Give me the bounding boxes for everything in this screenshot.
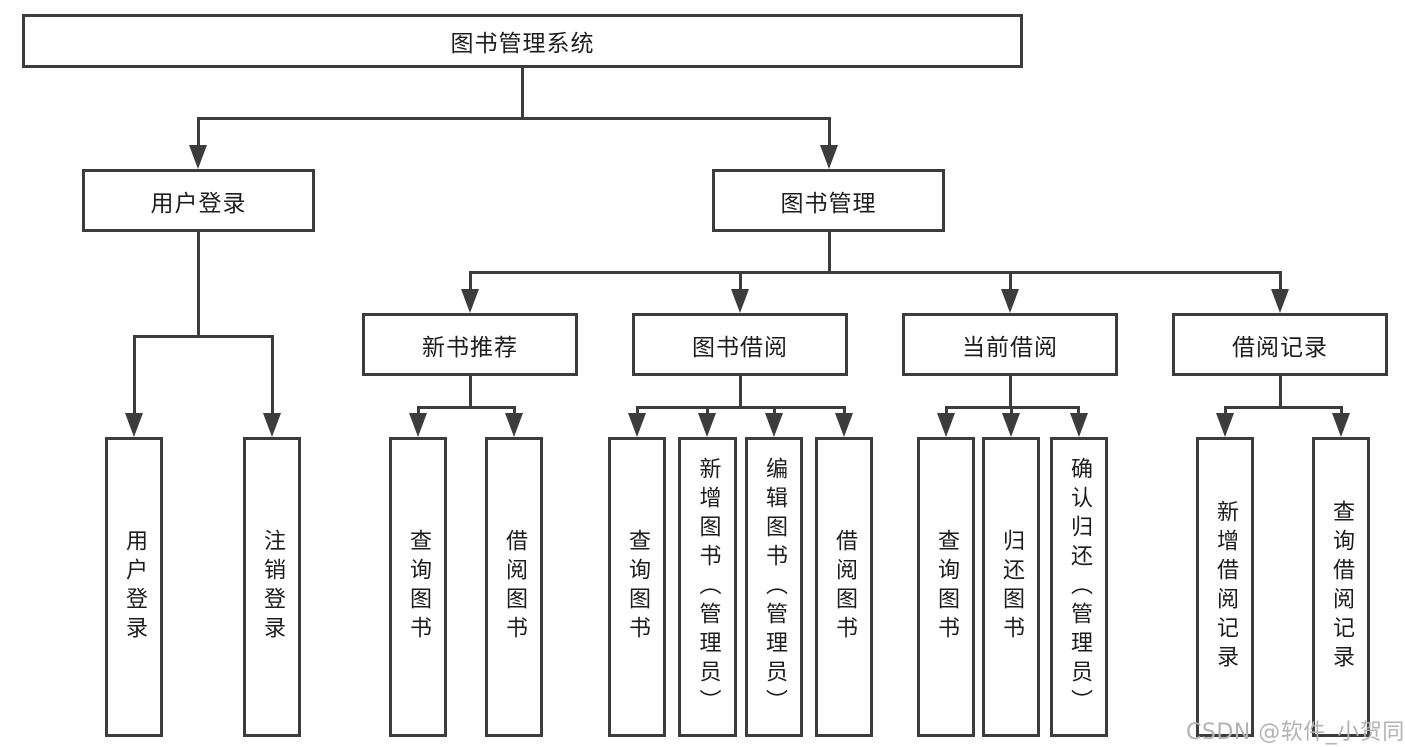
connector-line-v: [1279, 376, 1282, 408]
connector-line-v: [739, 376, 742, 408]
connector-line-v: [469, 271, 472, 289]
leaf-borrow-book-borrowing: 借阅图书: [815, 437, 873, 737]
connector-line-v: [1279, 271, 1282, 289]
arrow-down-icon: [1332, 413, 1350, 437]
leaf-query-book-borrowing: 查询图书: [608, 437, 666, 737]
connector-line-v: [1009, 271, 1012, 289]
node-book-management-label: 图书管理: [780, 190, 877, 217]
node-root-label: 图书管理系统: [450, 31, 595, 57]
node-user-login: 用户登录: [82, 169, 315, 232]
arrow-down-icon: [1216, 413, 1234, 437]
leaf-confirm-return-admin-label: 确认归还（管理员）: [1067, 456, 1092, 718]
node-new-book-recommend: 新书推荐: [362, 313, 578, 376]
leaf-edit-book-admin: 编辑图书（管理员）: [745, 437, 803, 737]
arrow-down-icon: [1070, 413, 1088, 437]
connector-line-v: [521, 68, 524, 117]
node-current-borrowing-label: 当前借阅: [962, 334, 1058, 361]
arrow-down-icon: [125, 413, 143, 437]
leaf-borrow-book-recommend: 借阅图书: [485, 437, 543, 737]
arrow-down-icon: [937, 413, 955, 437]
connector-line-v: [1340, 406, 1343, 415]
leaf-query-book-borrowing-label: 查询图书: [625, 529, 650, 645]
arrow-down-icon: [1001, 289, 1019, 313]
arrow-down-icon: [765, 413, 783, 437]
node-user-login-label: 用户登录: [150, 190, 247, 217]
leaf-user-login-label: 用户登录: [122, 529, 147, 645]
connector-line-v: [636, 406, 639, 415]
leaf-query-borrow-record-label: 查询借阅记录: [1329, 500, 1354, 674]
connector-line-v: [843, 406, 846, 415]
arrow-down-icon: [189, 145, 207, 169]
node-book-borrowing-label: 图书借阅: [692, 334, 788, 361]
arrow-down-icon: [263, 413, 281, 437]
arrow-down-icon: [628, 413, 646, 437]
leaf-edit-book-admin-label: 编辑图书（管理员）: [762, 456, 787, 718]
leaf-query-book-recommend-label: 查询图书: [406, 529, 431, 645]
connector-line-h: [636, 406, 846, 409]
connector-line-v: [417, 406, 420, 415]
leaf-query-book-current-label: 查询图书: [934, 529, 959, 645]
connector-line-v: [1224, 406, 1227, 415]
connector-line-v: [197, 117, 200, 147]
leaf-user-login: 用户登录: [105, 437, 163, 737]
node-new-book-recommend-label: 新书推荐: [422, 334, 518, 361]
leaf-borrow-book-recommend-label: 借阅图书: [502, 529, 527, 645]
leaf-query-book-recommend: 查询图书: [389, 437, 447, 737]
connector-line-h: [417, 406, 516, 409]
leaf-logout-login-label: 注销登录: [260, 529, 285, 645]
arrow-down-icon: [698, 413, 716, 437]
node-borrow-records-label: 借阅记录: [1232, 334, 1328, 361]
connector-line-v: [945, 406, 948, 415]
leaf-query-book-current: 查询图书: [917, 437, 975, 737]
connector-line-v: [828, 117, 831, 147]
arrow-down-icon: [1002, 413, 1020, 437]
connector-line-v: [773, 406, 776, 415]
leaf-borrow-book-borrowing-label: 借阅图书: [832, 529, 857, 645]
connector-line-v: [1010, 406, 1013, 415]
node-current-borrowing: 当前借阅: [902, 313, 1118, 376]
connector-line-v: [197, 232, 200, 336]
csdn-watermark: CSDN @软件_小贺同学: [1186, 720, 1405, 745]
connector-line-v: [1009, 376, 1012, 408]
leaf-query-borrow-record: 查询借阅记录: [1312, 437, 1370, 737]
leaf-return-book-label: 归还图书: [999, 529, 1024, 645]
leaf-add-book-admin: 新增图书（管理员）: [678, 437, 737, 737]
arrow-down-icon: [409, 413, 427, 437]
leaf-confirm-return-admin: 确认归还（管理员）: [1050, 437, 1108, 737]
arrow-down-icon: [731, 289, 749, 313]
node-book-management: 图书管理: [712, 169, 945, 232]
leaf-return-book: 归还图书: [982, 437, 1040, 737]
leaf-add-borrow-record-label: 新增借阅记录: [1213, 500, 1238, 674]
connector-line-v: [739, 271, 742, 289]
arrow-down-icon: [820, 145, 838, 169]
arrow-down-icon: [505, 413, 523, 437]
connector-line-v: [828, 232, 831, 273]
leaf-add-book-admin-label: 新增图书（管理员）: [695, 456, 721, 718]
connector-line-v: [271, 335, 274, 413]
node-book-borrowing: 图书借阅: [632, 313, 848, 376]
arrow-down-icon: [461, 289, 479, 313]
connector-line-h: [133, 335, 274, 338]
connector-line-h: [197, 117, 831, 120]
leaf-logout-login: 注销登录: [243, 437, 301, 737]
leaf-add-borrow-record: 新增借阅记录: [1196, 437, 1254, 737]
connector-line-h: [1224, 406, 1343, 409]
connector-line-h: [469, 271, 1282, 274]
node-borrow-records: 借阅记录: [1172, 313, 1388, 376]
connector-line-v: [133, 335, 136, 413]
node-root: 图书管理系统: [22, 14, 1023, 68]
connector-line-v: [469, 376, 472, 408]
connector-line-v: [706, 406, 709, 415]
arrow-down-icon: [835, 413, 853, 437]
connector-line-v: [1077, 406, 1080, 415]
arrow-down-icon: [1271, 289, 1289, 313]
connector-line-v: [513, 406, 516, 415]
